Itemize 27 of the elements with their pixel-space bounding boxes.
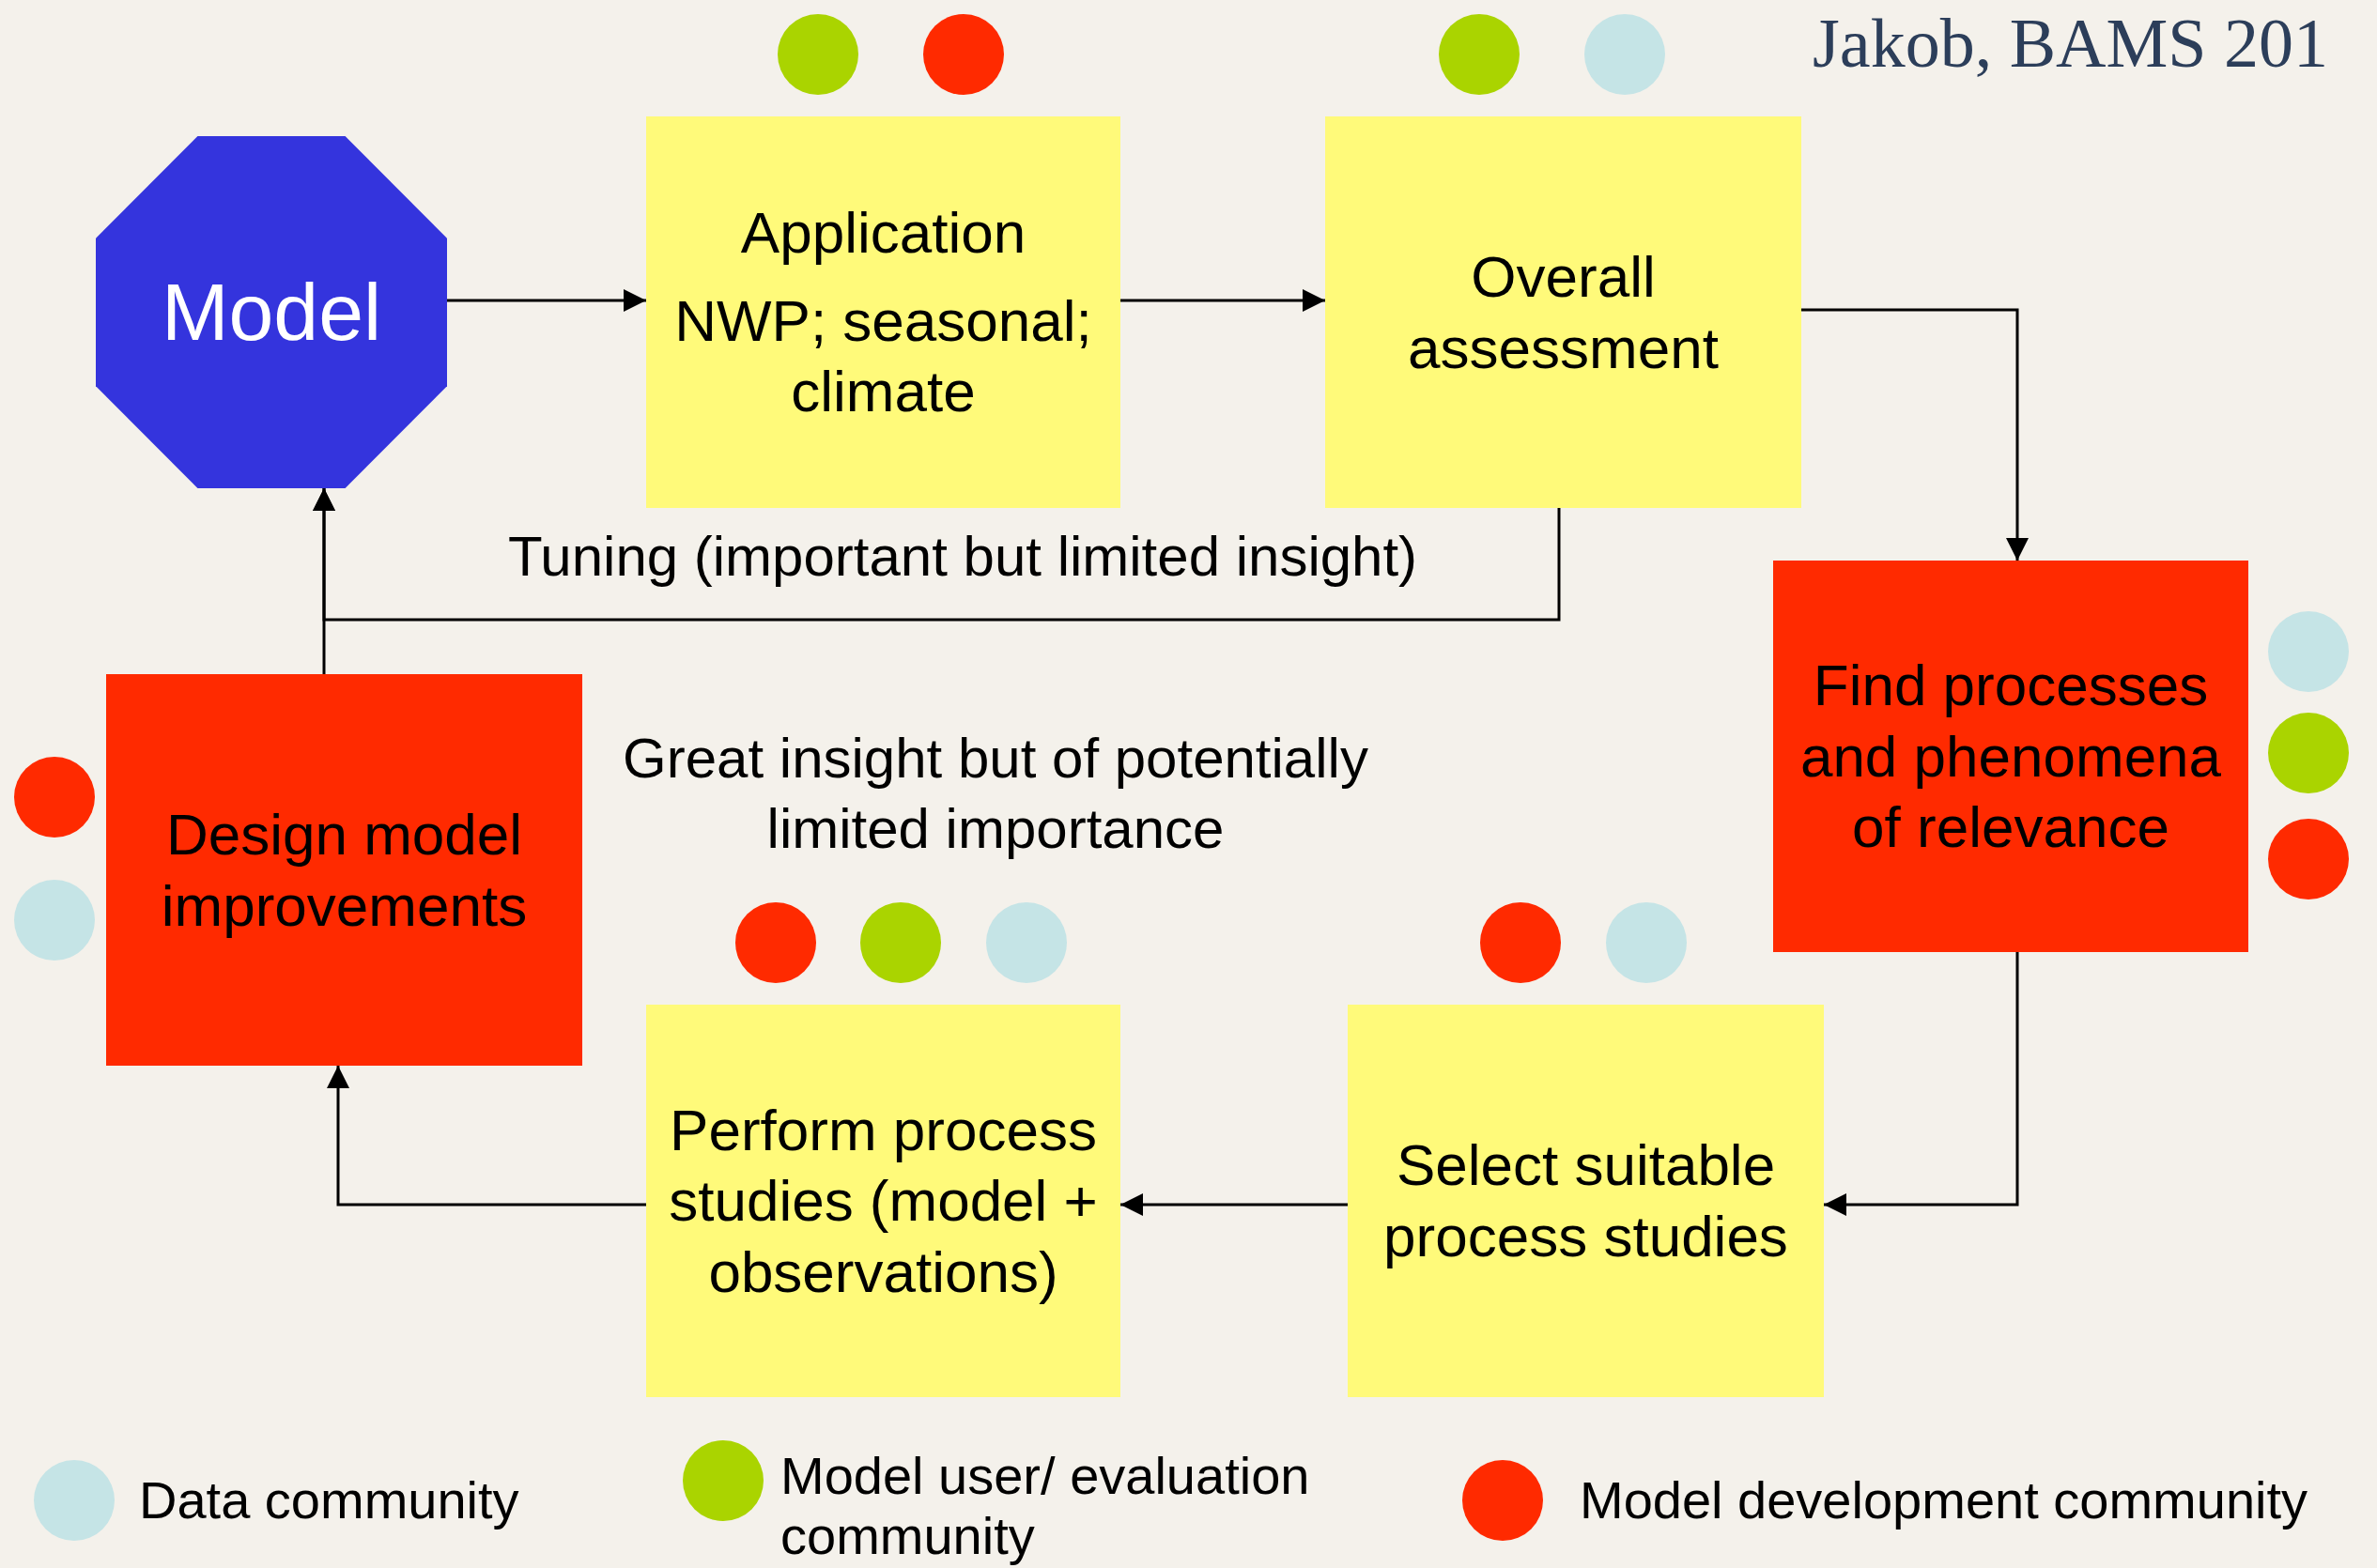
process-box	[646, 1005, 1120, 1397]
arrow	[1120, 289, 1325, 312]
box-text: Perform process studies (model + observations)	[668, 1096, 1099, 1306]
legend-text: Model development community	[1580, 1470, 2309, 1531]
box-text: Design model improvements	[160, 800, 529, 940]
citation-text: Jakob, BAMS 201	[1813, 4, 2329, 84]
box-text: Select suitable process studies	[1382, 1131, 1789, 1270]
process-box	[646, 116, 1120, 508]
annotation-text: Great insight but of potentially limited importance	[622, 726, 1369, 862]
box-text: Find processes and phenomena of relevance	[1798, 652, 2223, 862]
arrow	[447, 289, 646, 312]
process-box	[1348, 1005, 1824, 1397]
box-heading: Application	[740, 199, 1026, 268]
box-text: NWP; seasonal; climate	[673, 286, 1093, 426]
legend-text: Data community	[139, 1470, 520, 1531]
legend-text: Model user/ evaluation community	[780, 1446, 1311, 1567]
arrow	[327, 1066, 646, 1207]
arrow	[1824, 952, 2019, 1216]
model-octagon	[96, 136, 447, 488]
process-box	[1773, 561, 2248, 952]
box-text: Overall assessment	[1407, 242, 1720, 382]
arrow	[313, 488, 335, 674]
process-box	[106, 674, 582, 1066]
arrow	[1801, 308, 2029, 561]
box-text: Model	[161, 266, 382, 360]
arrow	[1120, 1193, 1348, 1216]
process-box	[1325, 116, 1801, 508]
